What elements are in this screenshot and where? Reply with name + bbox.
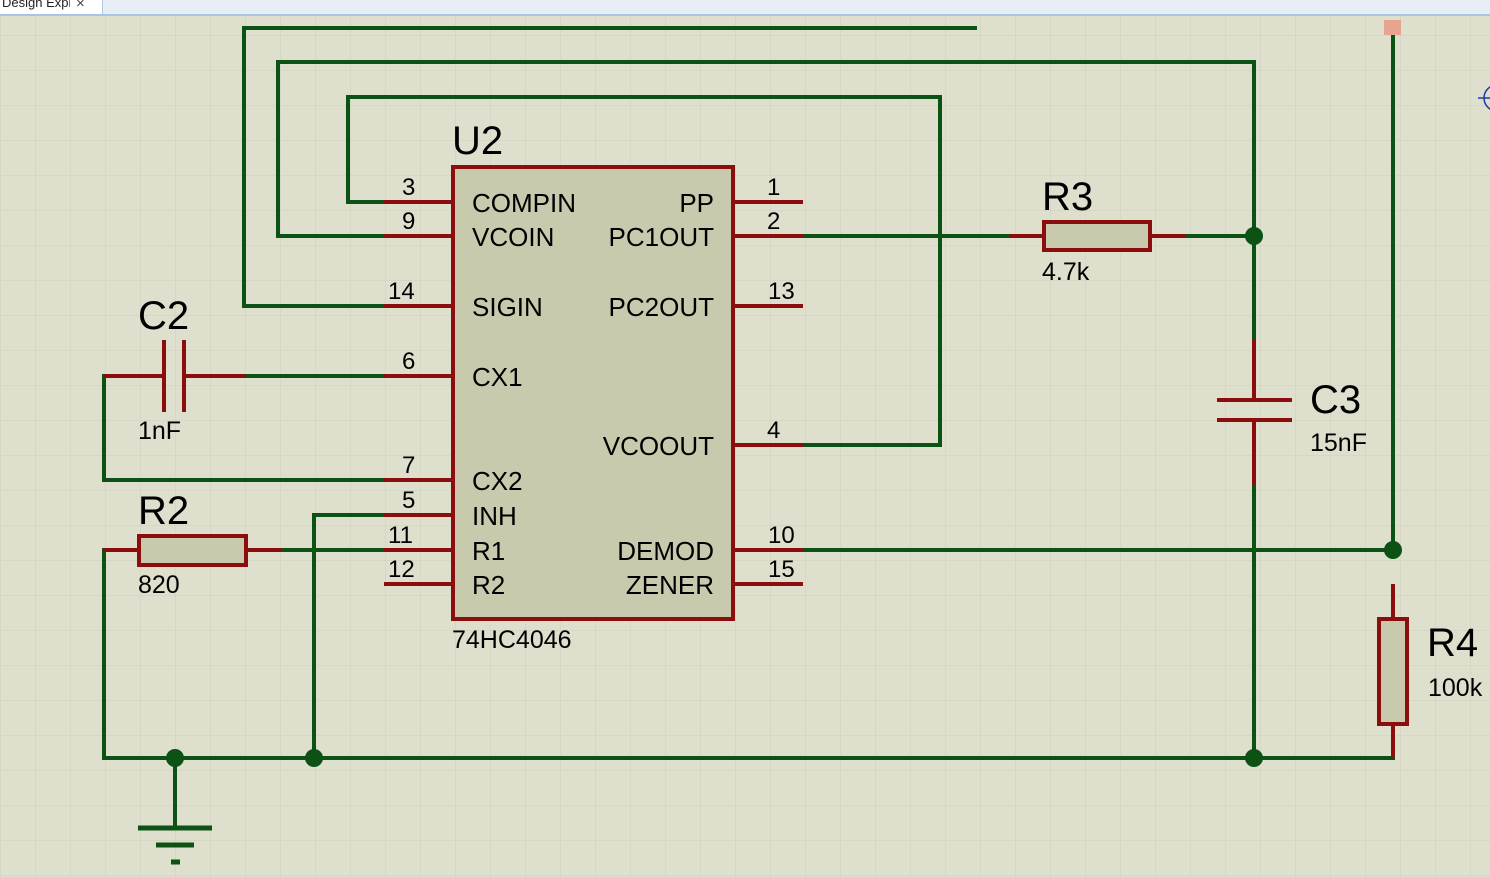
ic-pins — [384, 200, 803, 586]
ground-symbol[interactable] — [138, 825, 212, 865]
resistor-r3[interactable]: R3 4.7k — [1010, 175, 1185, 286]
pin-name: VCOIN — [472, 222, 554, 252]
tab-label: Design Explorer — [2, 0, 70, 10]
pin-number: 7 — [402, 452, 415, 479]
cursor-crosshair-icon — [1478, 86, 1490, 110]
pin-number: 6 — [402, 348, 415, 375]
pin-number: 5 — [402, 487, 415, 514]
schematic-canvas[interactable]: U2 74HC4046 3 9 14 6 7 5 11 12 COMPIN VC… — [0, 16, 1490, 877]
c2-ref-label: C2 — [138, 294, 189, 338]
wire-inh-ground — [312, 513, 386, 760]
c3-ref-label: C3 — [1310, 378, 1361, 422]
pin-number: 2 — [767, 208, 780, 235]
capacitor-c3[interactable]: C3 15nF — [1217, 340, 1367, 485]
resistor-r2[interactable]: R2 820 — [104, 489, 282, 599]
ic-u2[interactable]: U2 74HC4046 3 9 14 6 7 5 11 12 COMPIN VC… — [384, 119, 803, 654]
pin-name: R1 — [472, 536, 505, 566]
wire-vcoin-net — [276, 60, 1256, 238]
pin-number: 3 — [402, 174, 415, 201]
r4-value-label: 100k — [1428, 674, 1483, 702]
pin-number: 15 — [768, 556, 795, 583]
probe-marker[interactable] — [1384, 20, 1401, 35]
pin-name: VCOOUT — [603, 431, 714, 461]
document-tab-bar: Design Explorer × — [0, 0, 1490, 16]
pin-number: 1 — [767, 174, 780, 201]
pin-name: INH — [472, 501, 517, 531]
pin-name: CX2 — [472, 466, 523, 496]
r4-ref-label: R4 — [1427, 621, 1478, 665]
pin-name: CX1 — [472, 362, 523, 392]
pin-name: PC1OUT — [609, 222, 715, 252]
pin-name: DEMOD — [617, 536, 714, 566]
pin-number: 10 — [768, 522, 795, 549]
junction-dot — [1245, 227, 1263, 245]
wire-compin-vcoout-net — [346, 95, 942, 447]
ic-ref-label: U2 — [452, 119, 503, 163]
r2-value-label: 820 — [138, 571, 180, 599]
pin-number: 11 — [388, 522, 413, 549]
ic-body — [451, 165, 735, 621]
pin-number: 12 — [388, 556, 415, 583]
ic-part-label: 74HC4046 — [452, 626, 572, 654]
wire-sigin-net — [242, 26, 977, 308]
pin-number: 9 — [402, 208, 415, 235]
junction-dot — [1245, 749, 1263, 767]
r3-value-label: 4.7k — [1042, 258, 1090, 286]
capacitor-c2[interactable]: C2 1nF — [104, 294, 246, 445]
r3-ref-label: R3 — [1042, 175, 1093, 219]
pin-name: PP — [679, 188, 714, 218]
pin-number: 14 — [388, 278, 415, 305]
junction-dot — [166, 749, 184, 767]
c3-value-label: 15nF — [1310, 429, 1367, 457]
pin-number: 13 — [768, 278, 795, 305]
pin-name: PC2OUT — [609, 292, 715, 322]
resistor-r4[interactable]: R4 100k — [1377, 584, 1483, 758]
junctions — [166, 227, 1402, 767]
pin-name: SIGIN — [472, 292, 543, 322]
junction-dot — [1384, 541, 1402, 559]
pin-name: ZENER — [626, 570, 714, 600]
tab-design-explorer[interactable]: Design Explorer × — [0, 0, 103, 14]
c2-value-label: 1nF — [138, 417, 181, 445]
close-icon[interactable]: × — [76, 0, 85, 12]
r2-ref-label: R2 — [138, 489, 189, 533]
junction-dot — [305, 749, 323, 767]
pin-name: COMPIN — [472, 188, 576, 218]
pin-name: R2 — [472, 570, 505, 600]
pin-number: 4 — [767, 417, 780, 444]
